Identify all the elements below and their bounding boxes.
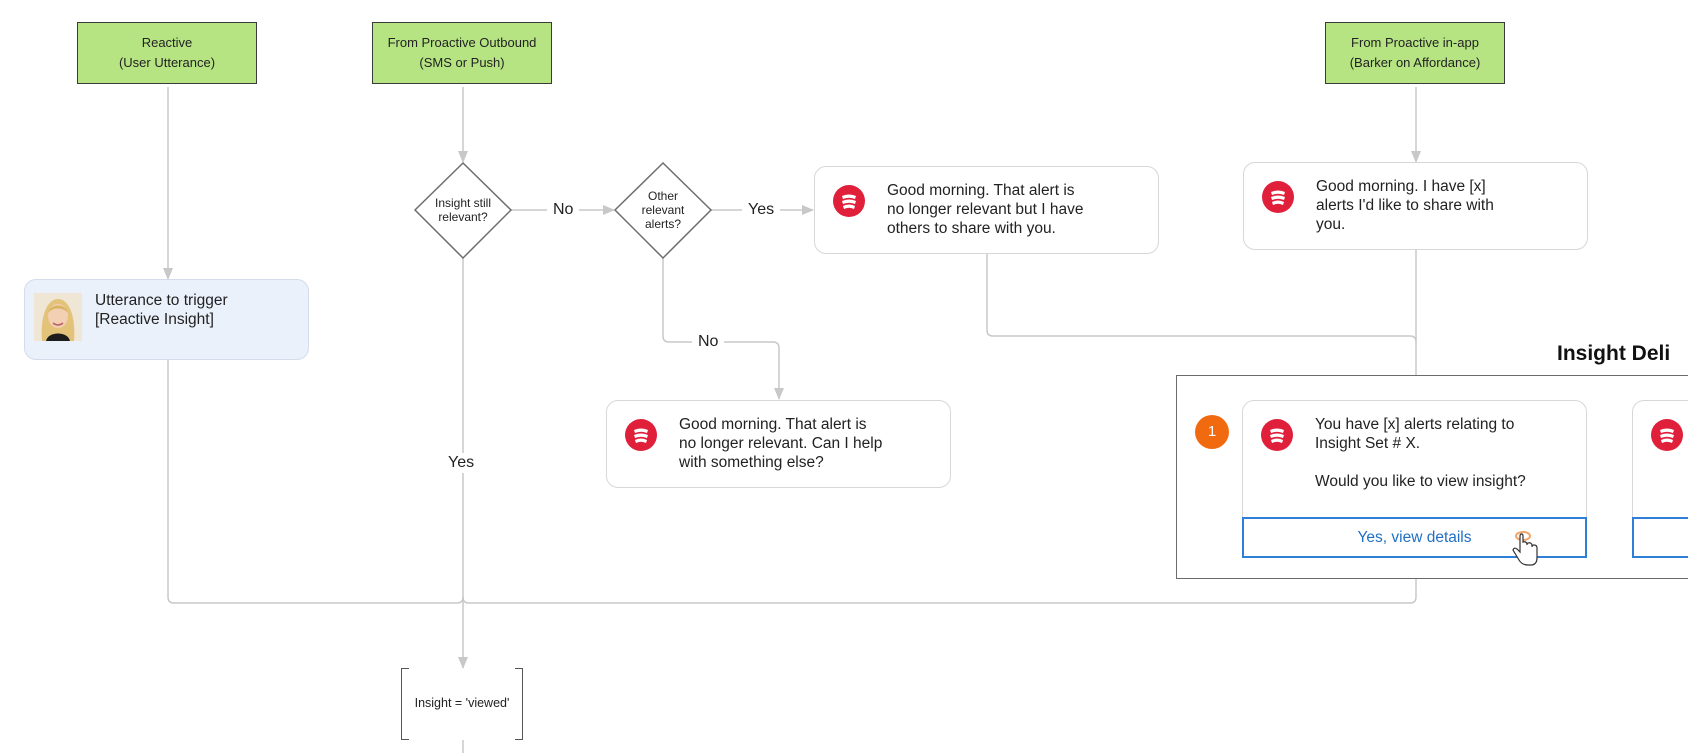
- bot-message-card: Good morning. That alert is no longer re…: [814, 166, 1159, 254]
- start-node-line: Reactive: [141, 35, 193, 50]
- start-node-inapp: From Proactive in-app (Barker on Afforda…: [1325, 22, 1505, 84]
- insight-viewed-text: Insight = 'viewed': [414, 696, 510, 710]
- hand-pointer-icon: [1510, 530, 1540, 575]
- decision-label-insight-relevant: Insight still relevant?: [434, 196, 492, 224]
- edge-label-yes: Yes: [742, 200, 781, 220]
- start-node-line: (Barker on Affordance): [1349, 55, 1481, 70]
- start-node-outbound: From Proactive Outbound (SMS or Push): [372, 22, 552, 84]
- edge-utterance-merge: [167, 360, 464, 604]
- edge-label-no: No: [547, 200, 580, 220]
- edge-label-no: No: [692, 332, 725, 352]
- bot-message-text: You have [x] alerts relating to Insight …: [1315, 416, 1526, 490]
- edge-decision2-no: [662, 258, 784, 400]
- decision-diamond-insight-relevant: [413, 161, 513, 260]
- user-utterance-text: Utterance to trigger [Reactive Insight]: [95, 292, 228, 328]
- bot-message-card: Good morning. That alert is no longer re…: [606, 400, 951, 488]
- decision-label-text: Other relevant alerts?: [641, 189, 685, 231]
- bot-message-text: Good morning. That alert is no longer re…: [887, 182, 1084, 237]
- insight-delivery-title: Insight Deli: [1557, 342, 1671, 365]
- insight-viewed-node: Insight = 'viewed': [401, 668, 523, 740]
- user-avatar: [34, 293, 82, 341]
- bot-avatar-icon: [833, 185, 865, 217]
- decision-label-other-alerts: Other relevant alerts?: [613, 189, 713, 231]
- bot-avatar-icon: [1651, 419, 1683, 451]
- edge-others-merge: [986, 254, 1417, 343]
- bracket-left: [401, 668, 409, 740]
- user-avatar-image: [34, 293, 82, 341]
- bot-avatar-icon: [625, 419, 657, 451]
- bot-avatar-icon: [1262, 181, 1294, 213]
- bot-avatar-icon: [1261, 419, 1293, 451]
- view-details-button-partial[interactable]: [1632, 517, 1688, 558]
- user-utterance-card: Utterance to trigger [Reactive Insight]: [24, 279, 309, 360]
- start-node-reactive: Reactive (User Utterance): [77, 22, 257, 84]
- bot-message-text: Good morning. That alert is no longer re…: [679, 416, 883, 471]
- edge-action-merge: [462, 558, 1417, 604]
- bot-message-card: Good morning. I have [x] alerts I'd like…: [1243, 162, 1588, 250]
- start-node-line: (SMS or Push): [419, 55, 505, 70]
- start-node-line: From Proactive in-app: [1351, 35, 1479, 50]
- bot-message-text: Good morning. I have [x] alerts I'd like…: [1316, 178, 1494, 233]
- decision-diamond-other-alerts: [613, 161, 713, 260]
- bracket-right: [515, 668, 523, 740]
- step-number-badge: 1: [1195, 415, 1229, 449]
- start-node-line: From Proactive Outbound: [387, 35, 537, 50]
- edge-label-yes: Yes: [442, 453, 481, 473]
- start-node-line: (User Utterance): [118, 55, 216, 70]
